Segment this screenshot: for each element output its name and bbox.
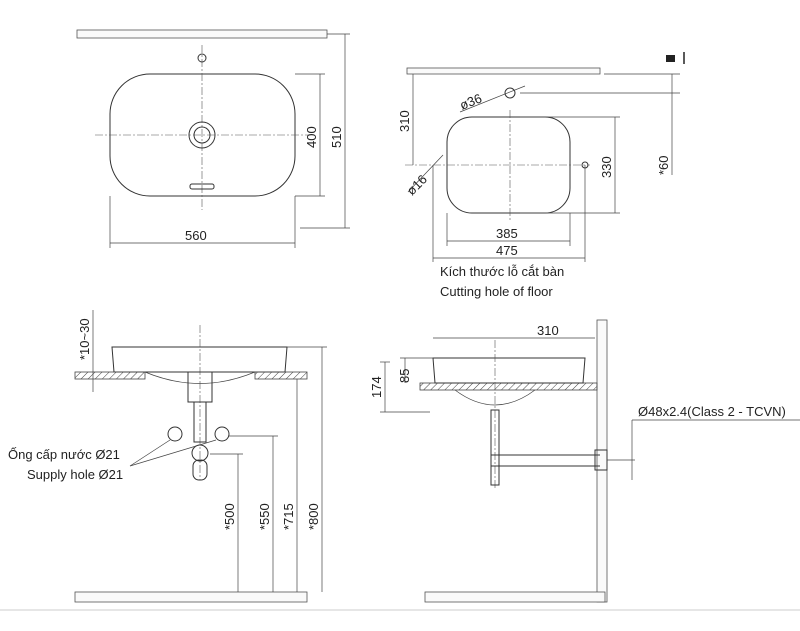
dim-400: 400 [304,126,319,148]
dim-550: *550 [257,503,272,530]
drain-icon [188,121,216,149]
supply-label-en: Supply hole Ø21 [27,467,123,482]
pipe-label: Ø48x2.4(Class 2 - TCVN) [638,404,786,419]
dim-385: 385 [496,226,518,241]
supply-valve-left [167,426,183,442]
front-view: Ống cấp nước Ø21 Supply hole Ø21 *10~30 … [8,310,327,603]
dim-560: 560 [185,228,207,243]
dim-310-side: 310 [537,323,559,338]
wall [596,319,608,603]
dim-counter-thickness: *10~30 [77,318,92,360]
section-symbol-icon [666,55,675,62]
supply-label-vi: Ống cấp nước Ø21 [8,447,120,462]
side-view: Ø48x2.4(Class 2 - TCVN) 310 85 174 [369,319,800,603]
dim-510: 510 [329,126,344,148]
basin-side [432,357,586,384]
floor-slab [424,591,606,603]
dim-60: *60 [656,155,671,175]
dim-tap-hole: ø36 [458,90,484,112]
caption-en: Cutting hole of floor [440,284,553,299]
dim-715: *715 [281,503,296,530]
top-view: 560 400 510 [76,29,350,248]
dim-475: 475 [496,243,518,258]
caption-vi: Kích thước lỗ cắt bàn [440,264,564,279]
dim-330: 330 [599,156,614,178]
counter [419,382,598,391]
cutout-view: ø36 ø16 310 330 *60 385 475 Kích thước l… [397,52,685,299]
overflow-slot [189,183,215,190]
counter-slab [406,67,601,75]
basin-front [111,346,288,373]
dim-fix-hole: ø16 [404,172,430,198]
tap-hole [197,53,207,63]
dim-85: 85 [397,369,412,383]
dim-310: 310 [397,110,412,132]
dim-174: 174 [369,376,384,398]
dim-500: *500 [222,503,237,530]
supply-valve-right [214,426,230,442]
tap-hole-36 [504,87,516,99]
counter-slab [76,29,328,39]
floor-slab [74,591,308,603]
dim-800: *800 [306,503,321,530]
